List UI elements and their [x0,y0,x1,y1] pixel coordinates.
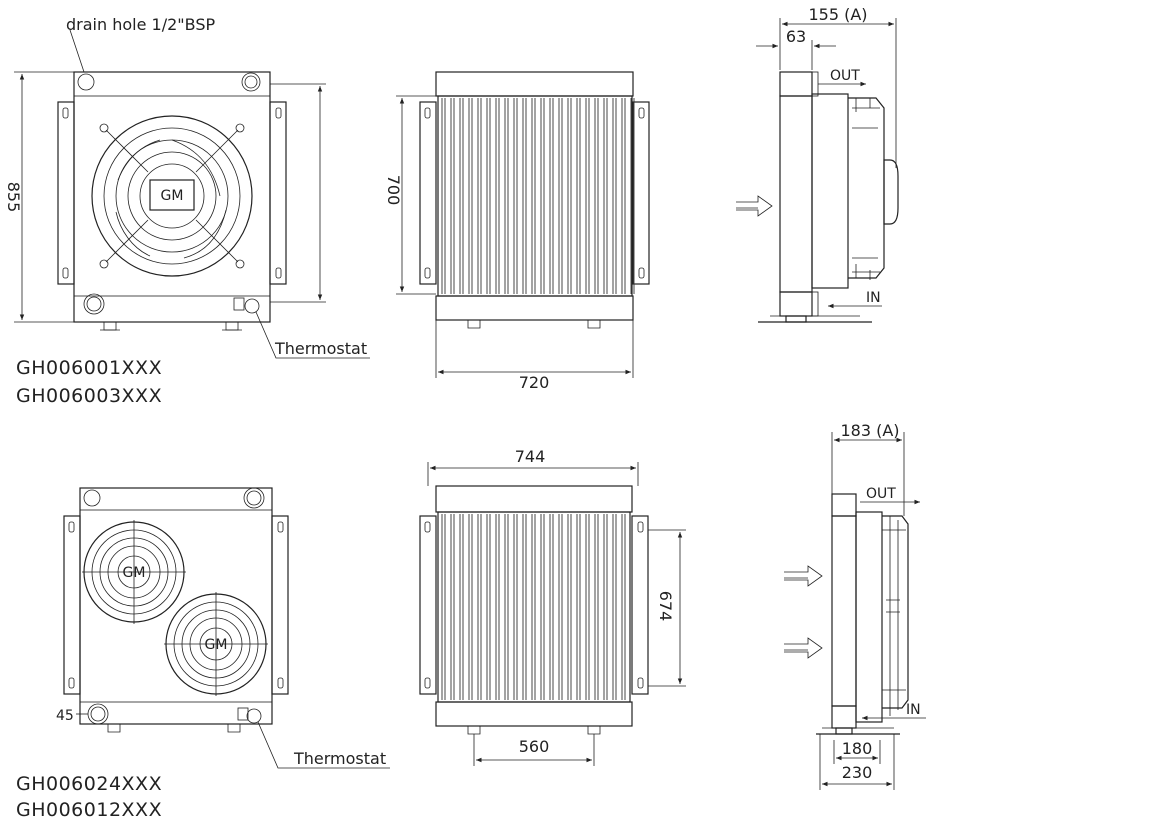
side-view-top: OUT IN 155 (A) 63 [736,5,899,323]
dimension-700: 700 [384,175,403,206]
core-view-bottom: 744 674 560 [419,447,686,766]
fan2-brand-label: GM [205,637,228,653]
dimension-45: 45 [56,708,74,724]
drain-hole-label: drain hole 1/2"BSP [66,15,215,34]
front-view-single-fan: GM Thermostat drain hole 1/2"BSP 855 [4,15,370,359]
fan1-brand-label: GM [123,565,146,581]
dimension-560: 560 [519,737,550,756]
model-code-2: GH006003XXX [16,385,162,407]
model-code-3: GH006024XXX [16,773,162,795]
dimension-674: 674 [656,591,675,622]
model-code-4: GH006012XXX [16,799,162,821]
thermostat-label: Thermostat [274,339,367,358]
dimension-63: 63 [786,27,806,46]
dimension-855: 855 [4,182,23,213]
in-label-bottom: IN [906,702,921,718]
core-view-top: 700 720 [384,71,650,392]
dimension-720: 720 [519,373,550,392]
out-label: OUT [830,68,860,84]
dimension-180: 180 [842,739,873,758]
front-view-double-fan: GM GM Thermostat 45 [56,487,390,769]
dimension-744: 744 [515,447,546,466]
dimension-183: 183 (A) [840,421,899,440]
dimension-230: 230 [842,763,873,782]
thermostat-label-bottom: Thermostat [293,749,386,768]
in-label: IN [866,290,881,306]
motor-brand-label: GM [161,188,184,204]
out-label-bottom: OUT [866,486,896,502]
side-view-bottom: OUT IN 183 (A) 180 230 [784,421,926,790]
model-code-1: GH006001XXX [16,357,162,379]
dimension-155: 155 (A) [808,5,867,24]
